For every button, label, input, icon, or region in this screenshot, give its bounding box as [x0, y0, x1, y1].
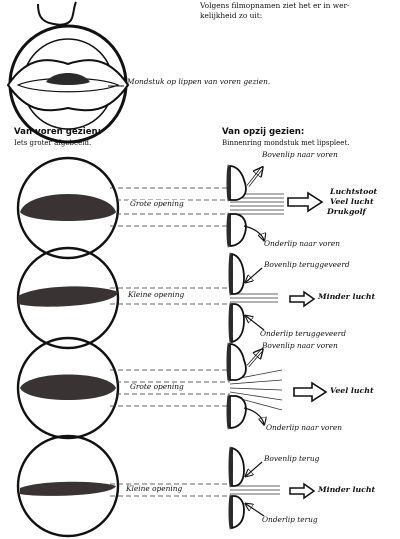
upper-lip-label-4: Bovenlip terug [264, 454, 320, 463]
mouthpiece-on-lips-illustration [6, 1, 130, 144]
front-view-title: Van voren gezien: [14, 127, 102, 137]
side-view-subtitle: Binnenring mondstuk met lipspleet. [222, 139, 350, 147]
upper-lip-label-2: Bovenlip teruggeveerd [264, 260, 350, 269]
side-view-2 [228, 252, 316, 344]
airflow-lines-3 [110, 369, 283, 411]
side-view-title: Van opzij gezien: [222, 127, 305, 137]
big-arrow-4 [289, 482, 316, 500]
result-label-3: Veel lucht [330, 386, 374, 395]
upper-lip-label-1: Bovenlip naar voren [262, 150, 338, 159]
result-label-1c: Drukgolf [327, 207, 366, 216]
panel-2 [16, 246, 316, 350]
side-view-3 [226, 342, 328, 430]
upper-lip-label-3: Bovenlip naar voren [262, 341, 338, 350]
result-label-1a: Luchtstoot [330, 187, 378, 196]
result-label-4: Minder lucht [318, 485, 376, 494]
front-view-1 [16, 156, 120, 260]
opening-label-2: Kleine opening [126, 290, 187, 300]
lower-lip-label-4: Onderlip terug [262, 515, 318, 524]
lower-lip-label-2: Onderlip teruggeveerd [260, 329, 346, 338]
front-view-2 [16, 246, 120, 350]
front-view-4 [16, 434, 120, 538]
result-label-2: Minder lucht [318, 292, 376, 301]
front-view-subtitle: Iets groter afgebeeld. [14, 139, 92, 147]
opening-label-1: Grote opening [128, 199, 186, 209]
big-arrow-2 [289, 290, 316, 308]
intro-line-2: kelijkheid zo uit: [200, 11, 263, 20]
intro-line-1: Volgens filmopnamen ziet het er in wer- [200, 1, 350, 10]
opening-label-4: Kleine opening [124, 484, 185, 494]
result-label-1b: Veel lucht [330, 197, 374, 206]
big-arrow-1 [287, 191, 324, 213]
opening-label-3: Grote opening [128, 382, 186, 392]
side-view-1 [226, 164, 324, 248]
airflow-lines-4 [110, 483, 280, 497]
big-arrow-3 [293, 381, 328, 403]
panel-4 [16, 434, 316, 538]
top-caption: Mondstuk op lippen van voren gezien. [127, 77, 271, 86]
side-view-4 [228, 446, 316, 530]
lower-lip-label-1: Onderlip naar voren [264, 239, 341, 248]
lower-lip-label-3: Onderlip naar voren [266, 423, 343, 432]
panel-1 [16, 156, 324, 260]
front-view-3 [16, 336, 120, 440]
panel-3 [16, 336, 328, 440]
